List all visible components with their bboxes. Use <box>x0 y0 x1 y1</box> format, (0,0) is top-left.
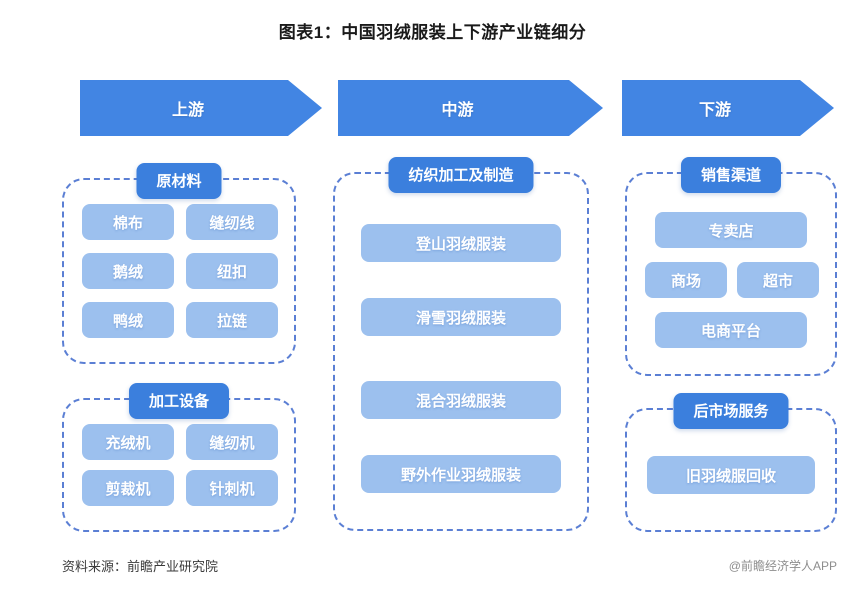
item-chip-zipper: 拉链 <box>186 302 278 338</box>
group-title-textile-manufacturing: 纺织加工及制造 <box>388 157 534 193</box>
stage-arrow-downstream: 下游 <box>622 80 834 136</box>
item-chip-sewing-thread: 缝纫线 <box>186 204 278 240</box>
stage-arrow-midstream: 中游 <box>338 80 603 136</box>
stage-arrow-downstream-label: 下游 <box>698 102 731 119</box>
item-chip-cotton-cloth: 棉布 <box>82 204 174 240</box>
group-sales-channels: 销售渠道 专卖店 商场 超市 电商平台 <box>625 157 837 376</box>
stage-arrow-upstream: 上游 <box>80 80 322 136</box>
group-raw-materials: 原材料 棉布 缝纫线 鹅绒 纽扣 鸭绒 拉链 <box>62 163 296 364</box>
item-chip-down-filling-machine: 充绒机 <box>82 424 174 460</box>
group-title-processing-equipment: 加工设备 <box>128 383 230 419</box>
item-chip-goose-down: 鹅绒 <box>82 253 174 289</box>
page-title: 图表1：中国羽绒服装上下游产业链细分 <box>278 23 587 42</box>
stage-arrow-upstream-label: 上游 <box>171 102 204 119</box>
item-chip-ecommerce-platform: 电商平台 <box>655 312 807 348</box>
group-after-market-service: 后市场服务 旧羽绒服回收 <box>625 393 837 532</box>
group-textile-manufacturing: 纺织加工及制造 登山羽绒服装 滑雪羽绒服装 混合羽绒服装 野外作业羽绒服装 <box>333 157 589 531</box>
item-chip-button: 纽扣 <box>186 253 278 289</box>
group-processing-equipment: 加工设备 充绒机 缝纫机 剪裁机 针刺机 <box>62 383 296 532</box>
item-chip-supermarket: 超市 <box>737 262 819 298</box>
item-chip-cutting-machine: 剪裁机 <box>82 470 174 506</box>
watermark: @前瞻经济学人APP <box>728 559 837 573</box>
group-title-raw-materials: 原材料 <box>136 163 222 199</box>
stage-arrow-midstream-label: 中游 <box>441 102 474 119</box>
item-chip-blended-down-apparel: 混合羽绒服装 <box>361 381 561 419</box>
item-chip-duck-down: 鸭绒 <box>82 302 174 338</box>
item-chip-needle-punching-machine: 针刺机 <box>186 470 278 506</box>
source-note: 资料来源：前瞻产业研究院 <box>62 559 219 574</box>
group-title-sales-channels: 销售渠道 <box>680 157 782 193</box>
item-chip-shopping-mall: 商场 <box>645 262 727 298</box>
group-title-after-market-service: 后市场服务 <box>673 393 789 429</box>
item-chip-ski-down-apparel: 滑雪羽绒服装 <box>361 298 561 336</box>
item-chip-specialty-store: 专卖店 <box>655 212 807 248</box>
item-chip-sewing-machine: 缝纫机 <box>186 424 278 460</box>
item-chip-outdoor-work-down-apparel: 野外作业羽绒服装 <box>361 455 561 493</box>
item-chip-used-down-jacket-recycling: 旧羽绒服回收 <box>647 456 815 494</box>
item-chip-mountaineering-down-apparel: 登山羽绒服装 <box>361 224 561 262</box>
